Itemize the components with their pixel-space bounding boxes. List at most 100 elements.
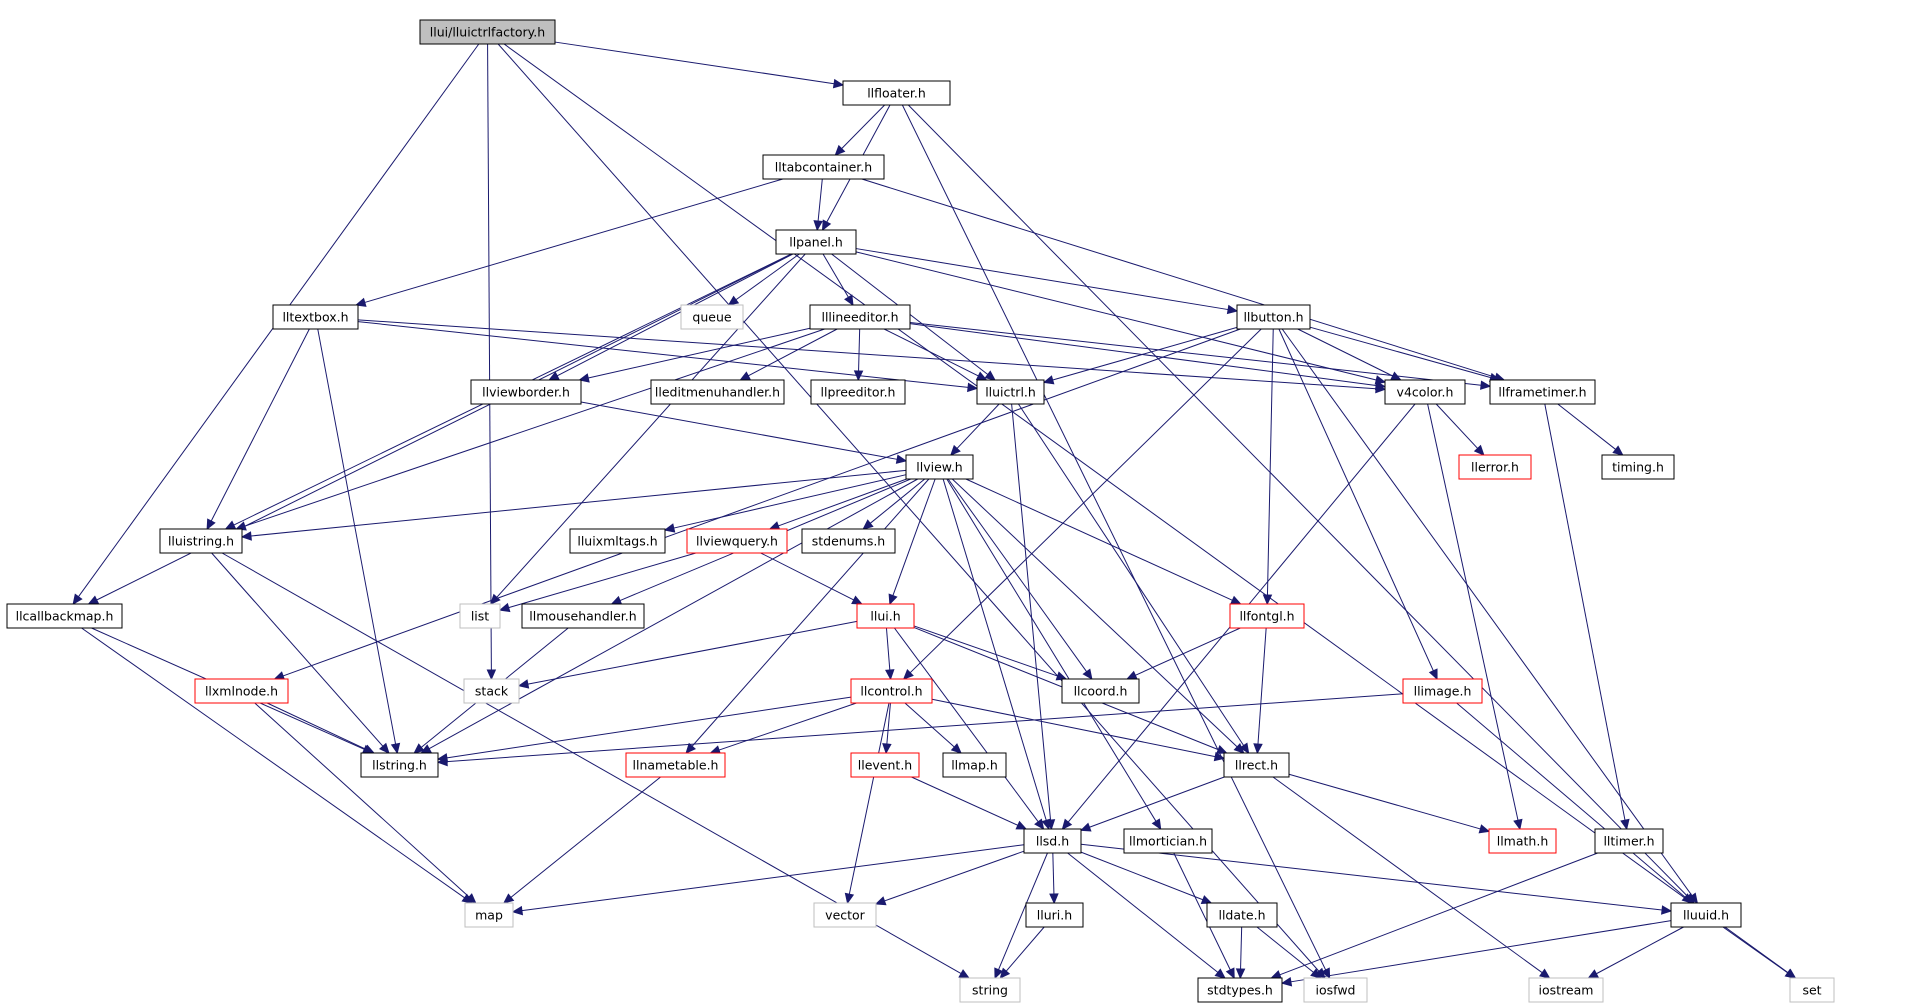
node-llview[interactable]: llview.h xyxy=(905,454,974,480)
node-lltabcontainer[interactable]: lltabcontainer.h xyxy=(762,154,885,180)
node-llcallbackmap[interactable]: llcallbackmap.h xyxy=(6,603,123,629)
node-set[interactable]: set xyxy=(1789,977,1835,1003)
node-box xyxy=(1236,304,1311,330)
node-label: lluuid.h xyxy=(1683,908,1729,923)
node-llimage[interactable]: llimage.h xyxy=(1402,678,1483,704)
node-box xyxy=(1123,828,1213,854)
arrowhead-llevent xyxy=(882,743,892,755)
node-llcoord[interactable]: llcoord.h xyxy=(1061,678,1140,704)
node-lleditmenuhandler[interactable]: lleditmenuhandler.h xyxy=(650,379,785,405)
edge-llbutton-to-lluuid xyxy=(1281,328,1693,897)
node-timing[interactable]: timing.h xyxy=(1601,454,1675,480)
node-llmortician[interactable]: llmortician.h xyxy=(1123,828,1213,854)
node-v4color[interactable]: v4color.h xyxy=(1384,379,1466,405)
edge-llsd-to-stdtypes xyxy=(1067,852,1219,973)
node-llviewquery[interactable]: llviewquery.h xyxy=(686,528,788,554)
node-lldate[interactable]: lldate.h xyxy=(1206,902,1278,928)
arrowhead-lluictrl xyxy=(1042,375,1055,385)
node-llfloater[interactable]: llfloater.h xyxy=(842,80,951,106)
edge-llview-to-llrect xyxy=(951,478,1238,748)
node-box xyxy=(1197,977,1283,1003)
node-llbutton[interactable]: llbutton.h xyxy=(1236,304,1311,330)
node-stack[interactable]: stack xyxy=(463,678,520,704)
node-box xyxy=(1458,454,1532,480)
node-box xyxy=(1206,902,1278,928)
arrowhead-llpanel xyxy=(821,219,832,232)
arrowhead-llbutton xyxy=(1226,304,1239,315)
node-lluixmltags[interactable]: lluixmltags.h xyxy=(569,528,666,554)
node-llsd[interactable]: llsd.h xyxy=(1023,828,1082,854)
node-box xyxy=(272,304,359,330)
node-llviewborder[interactable]: llviewborder.h xyxy=(470,379,582,405)
node-label: llcontrol.h xyxy=(860,684,922,699)
node-box xyxy=(850,752,920,778)
edge-llxmlnode-to-llstring xyxy=(266,702,366,750)
node-lluuid[interactable]: lluuid.h xyxy=(1670,902,1742,928)
node-llnametable[interactable]: llnametable.h xyxy=(625,752,726,778)
node-box xyxy=(1528,977,1604,1003)
node-llmousehandler[interactable]: llmousehandler.h xyxy=(521,603,645,629)
edge-llpanel-to-llbutton xyxy=(855,248,1229,311)
node-llerror[interactable]: llerror.h xyxy=(1458,454,1532,480)
edge-llfloater-to-lltabcontainer xyxy=(841,104,886,149)
arrowhead-lluistring xyxy=(206,518,216,531)
node-lllineeditor[interactable]: lllineeditor.h xyxy=(809,304,911,330)
arrowhead-llcontrol xyxy=(885,669,895,681)
node-iostream[interactable]: iostream xyxy=(1528,977,1604,1003)
node-list[interactable]: list xyxy=(459,603,501,629)
node-llpreeditor[interactable]: llpreeditor.h xyxy=(810,379,906,405)
node-label: stdenums.h xyxy=(812,534,885,549)
node-box xyxy=(1402,678,1483,704)
arrowhead-lluuid xyxy=(1687,892,1699,904)
arrowhead-llcallbackmap xyxy=(87,595,100,605)
node-box xyxy=(360,752,439,778)
node-llmath[interactable]: llmath.h xyxy=(1488,828,1557,854)
edge-llview-to-llviewquery xyxy=(778,478,907,527)
node-iosfwd[interactable]: iosfwd xyxy=(1303,977,1368,1003)
node-box xyxy=(521,603,645,629)
edge-llview-to-llsd xyxy=(942,478,1047,821)
edge-llcontrol-to-llrect xyxy=(931,698,1216,758)
node-llfontgl[interactable]: llfontgl.h xyxy=(1229,603,1305,629)
edge-llsd-to-map xyxy=(521,844,1025,912)
node-box xyxy=(1489,379,1596,405)
node-label: llnametable.h xyxy=(633,758,719,773)
arrowhead-llcontrol xyxy=(902,668,914,680)
edge-llcontrol-to-vector xyxy=(848,702,890,895)
edge-lluri-to-string xyxy=(1005,926,1045,972)
node-lluictrl[interactable]: lluictrl.h xyxy=(976,379,1045,405)
node-lltimer[interactable]: lltimer.h xyxy=(1594,828,1664,854)
edge-llview-to-llui xyxy=(892,478,936,596)
node-lltextbox[interactable]: lltextbox.h xyxy=(272,304,359,330)
node-label: llfontgl.h xyxy=(1239,609,1294,624)
arrowhead-iostream xyxy=(1539,968,1551,979)
node-llrect[interactable]: llrect.h xyxy=(1223,752,1290,778)
node-box xyxy=(942,752,1007,778)
node-llpanel[interactable]: llpanel.h xyxy=(775,229,857,255)
node-lluri[interactable]: lluri.h xyxy=(1025,902,1084,928)
node-llcontrol[interactable]: llcontrol.h xyxy=(850,678,933,704)
node-llxmlnode[interactable]: llxmlnode.h xyxy=(194,678,289,704)
arrowhead-lluictrl xyxy=(975,371,988,381)
node-llmap[interactable]: llmap.h xyxy=(942,752,1007,778)
node-root[interactable]: llui/lluictrlfactory.h xyxy=(419,19,556,45)
edge-v4color-to-llmath xyxy=(1427,403,1519,821)
node-llui[interactable]: llui.h xyxy=(856,603,915,629)
node-label: llviewquery.h xyxy=(696,534,778,549)
node-vector[interactable]: vector xyxy=(813,902,877,928)
node-string[interactable]: string xyxy=(959,977,1021,1003)
node-map[interactable]: map xyxy=(464,902,514,928)
node-queue[interactable]: queue xyxy=(680,304,744,330)
node-box xyxy=(1601,454,1675,480)
edge-llfloater-to-iosfwd xyxy=(901,104,1327,971)
node-label: llerror.h xyxy=(1471,460,1519,475)
node-llframetimer[interactable]: llframetimer.h xyxy=(1489,379,1596,405)
node-stdtypes[interactable]: stdtypes.h xyxy=(1197,977,1283,1003)
node-stdenums[interactable]: stdenums.h xyxy=(801,528,896,554)
node-llevent[interactable]: llevent.h xyxy=(850,752,920,778)
node-llstring[interactable]: llstring.h xyxy=(360,752,439,778)
node-lluistring[interactable]: lluistring.h xyxy=(159,528,243,554)
node-label: llpreeditor.h xyxy=(821,385,896,400)
node-box xyxy=(842,80,951,106)
